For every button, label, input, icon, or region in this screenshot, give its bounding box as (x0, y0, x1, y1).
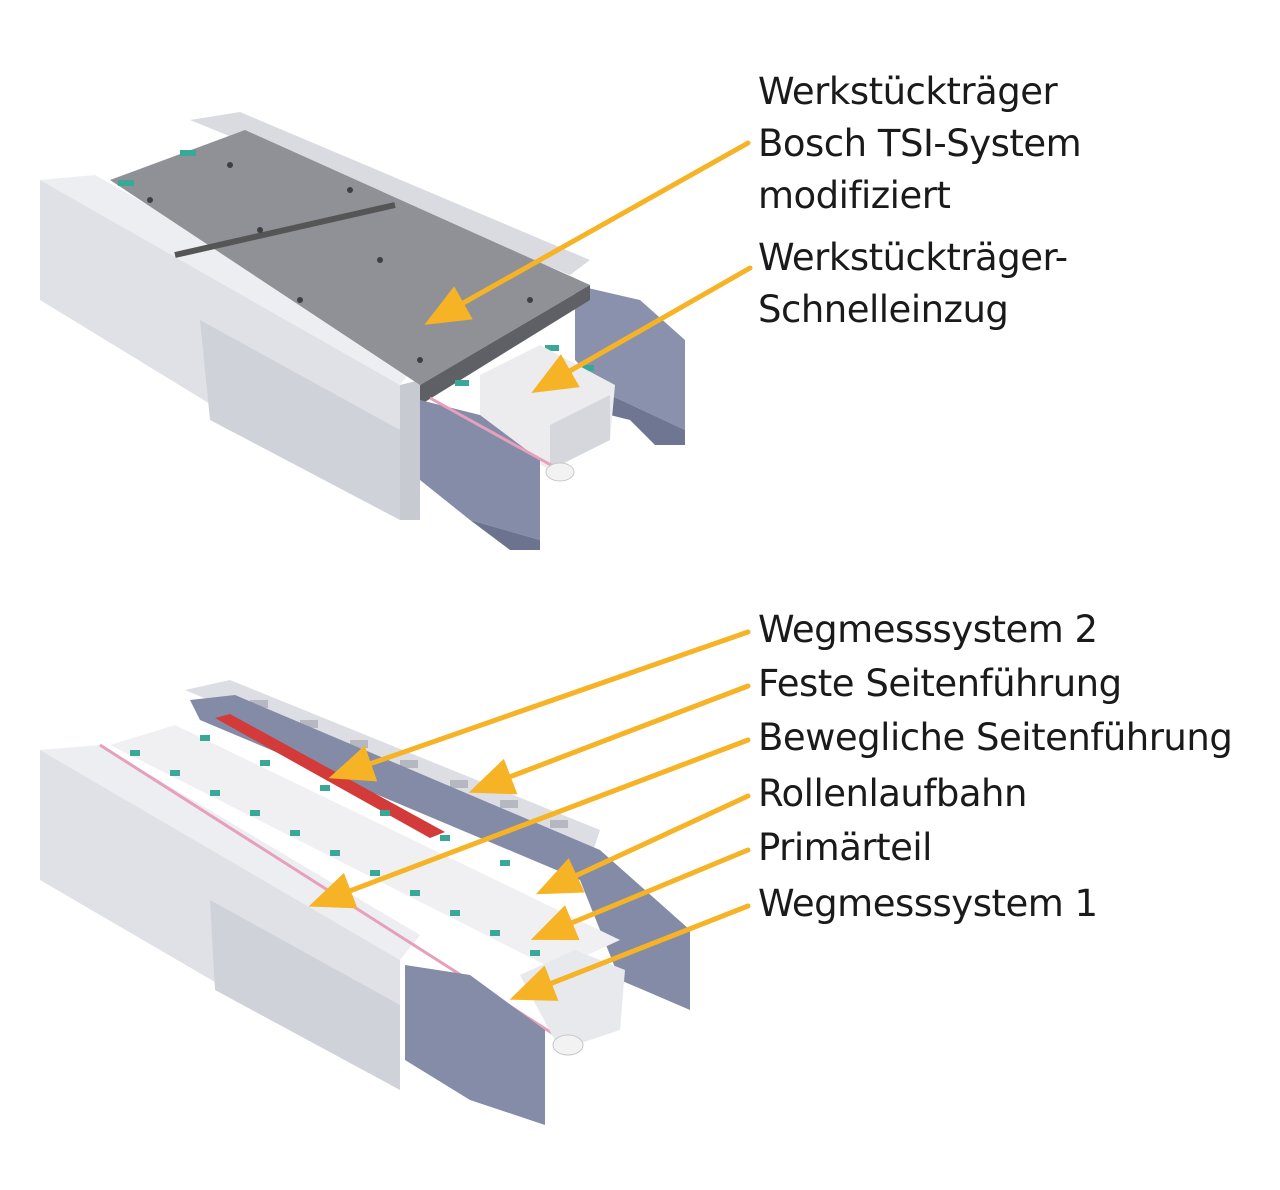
arrow-wegmesssystem-2 (328, 629, 751, 782)
bottom-rear-rail-slots (250, 700, 568, 828)
top-left-rail-lower-step (200, 320, 400, 520)
label-wegmesssystem-1: Wegmesssystem 1 (758, 882, 1098, 925)
label-werkstuecktraeger-line-2: Bosch TSI-System (758, 122, 1082, 165)
top-front-cap (545, 462, 575, 482)
arrow-werkstuecktraeger (424, 140, 751, 325)
bottom-teal-rollers (130, 735, 570, 956)
top-front-blue-rail-foot (470, 520, 540, 550)
top-quick-pullin-unit-side (550, 395, 610, 470)
arrow-rollenlaufbahn (535, 793, 751, 895)
label-primaerteil: Primärteil (758, 826, 932, 869)
top-plate-bolts (147, 162, 533, 363)
label-feste-seitenfuehrung: Feste Seitenführung (758, 662, 1122, 705)
label-werkstuecktraeger-line-3: modifiziert (758, 174, 951, 217)
top-front-blue-rail (420, 400, 540, 540)
arrow-bewegliche-seitenfuehrung (308, 737, 751, 909)
label-wegmesssystem-2: Wegmesssystem 2 (758, 608, 1098, 651)
label-schnelleinzug-line-2: Schnelleinzug (758, 288, 1009, 331)
top-plate-groove (174, 202, 396, 258)
arrow-feste-seitenfuehrung (468, 683, 751, 795)
bottom-left-rail-step (210, 900, 400, 1090)
arrow-schnelleinzug (531, 265, 753, 393)
bottom-front-blue-rail (405, 965, 545, 1125)
label-werkstuecktraeger-line-1: Werkstückträger (758, 70, 1058, 113)
top-pink-scale (429, 396, 561, 472)
label-bewegliche-seitenfuehrung: Bewegliche Seitenführung (758, 716, 1233, 759)
bottom-front-cap (552, 1034, 584, 1056)
bottom-inner-track (110, 725, 620, 970)
label-schnelleinzug-line-1: Werkstückträger- (758, 236, 1068, 279)
top-right-blue-rail-end (610, 395, 685, 445)
label-rollenlaufbahn: Rollenlaufbahn (758, 772, 1027, 815)
callout-arrows (308, 140, 753, 1001)
arrow-primaerteil (530, 847, 751, 941)
top-machine (40, 112, 685, 550)
top-left-rail-top (40, 175, 420, 385)
bottom-machine (40, 680, 690, 1125)
arrow-wegmesssystem-1 (509, 903, 751, 1001)
top-left-rail-front (400, 380, 420, 520)
top-carrier-plate-edge (420, 285, 590, 405)
